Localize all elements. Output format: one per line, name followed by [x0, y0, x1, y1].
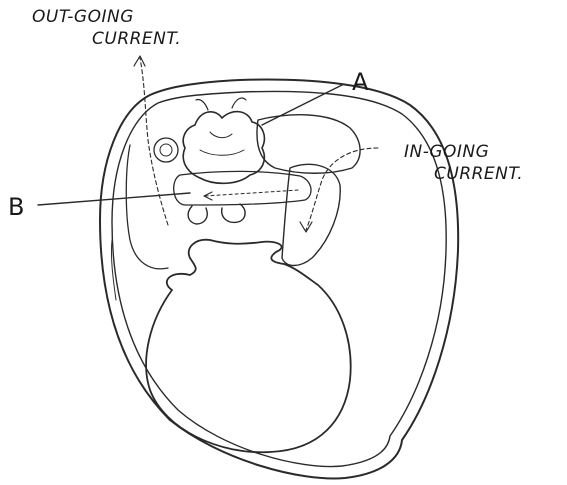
creature-antenna-right [232, 98, 246, 108]
head-lower-lobe-left [188, 206, 207, 224]
out-going-current-arrow [140, 58, 168, 225]
small-circle-outer [154, 138, 178, 162]
label-in-going-line2: CURRENT. [434, 164, 523, 184]
creature-detail-b [200, 150, 244, 155]
label-out-going-line2: CURRENT. [92, 29, 181, 49]
label-letter-a: A [352, 68, 369, 96]
creature-detail-a [210, 132, 232, 138]
outer-shell-outline [100, 80, 458, 479]
creature-antenna-left [196, 99, 208, 110]
head-lower-lobe-right [222, 204, 245, 222]
creature-head [183, 112, 264, 184]
lower-body-outline [146, 240, 351, 453]
gill-band-b [174, 171, 311, 205]
label-letter-b: B [8, 193, 24, 221]
left-chamber [126, 145, 168, 269]
label-out-going-line1: OUT-GOING [32, 7, 134, 27]
small-circle-inner [160, 144, 172, 156]
in-going-current-arrow [306, 148, 378, 230]
internal-current-arrow [205, 190, 298, 196]
label-in-going-line1: IN-GOING [404, 142, 489, 162]
out-going-arrowhead [134, 56, 145, 66]
